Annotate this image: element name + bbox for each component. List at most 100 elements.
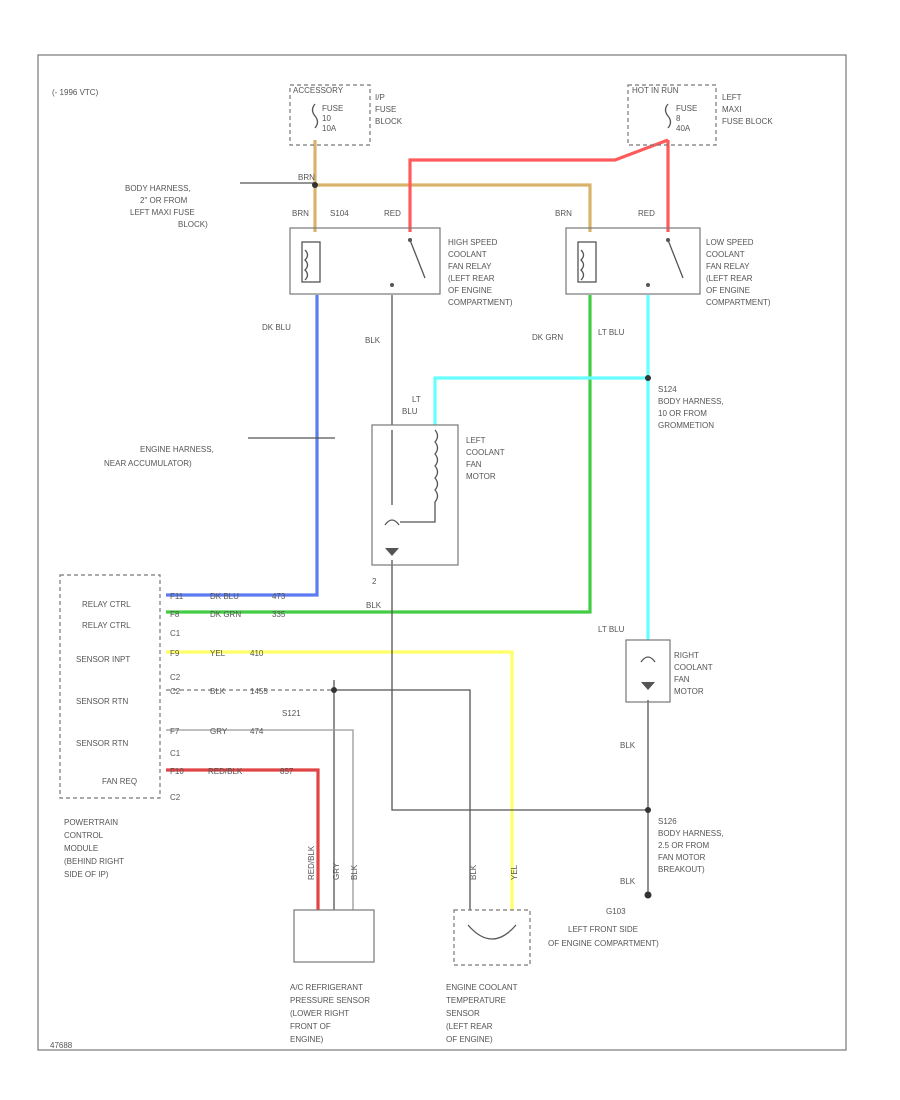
ect-pin-1: BLK	[469, 864, 478, 880]
pcm-row-name-5: SENSOR RTN	[76, 739, 129, 748]
s126-note-5: BREAKOUT)	[658, 865, 705, 874]
s126-note-4: FAN MOTOR	[658, 853, 706, 862]
high-relay-label-5: OF ENGINE	[448, 286, 492, 295]
pcm-row-wire-1: DK BLU	[210, 592, 239, 601]
left-fan-motor	[371, 424, 459, 566]
right-motor-symbol-diode	[641, 682, 655, 690]
pcm-box	[59, 574, 161, 799]
ect-pin-2: YEL	[510, 864, 519, 880]
high-relay-label-4: (LEFT REAR	[448, 274, 495, 283]
maxi-fuse-label-1: LEFT	[722, 93, 742, 102]
ac-label-1: A/C REFRIGERANT	[290, 983, 363, 992]
pcm-row-name-3: SENSOR INPT	[76, 655, 130, 664]
low-relay-label-2: COOLANT	[706, 250, 745, 259]
low-relay-label-6: COMPARTMENT)	[706, 298, 771, 307]
diagram-frame	[37, 54, 847, 1051]
splice-s104	[312, 182, 318, 188]
pcm-row-circuit-1: 473	[272, 592, 286, 601]
low-relay-contact-1	[666, 238, 670, 242]
ac-label-4: FRONT OF	[290, 1022, 331, 1031]
wire-red-to-high-relay	[408, 138, 669, 232]
wire-brn-to-low-relay	[315, 183, 592, 232]
ip-fuse-fuse: FUSE	[322, 104, 343, 113]
ip-fuse-title: ACCESSORY	[293, 86, 344, 95]
left-motor-label-3: FAN	[466, 460, 482, 469]
wire-label-s121: S121	[282, 709, 301, 718]
low-relay-label-3: FAN RELAY	[706, 262, 750, 271]
body-harness-note-2: 2" OR FROM	[140, 196, 188, 205]
low-relay-switch	[667, 239, 684, 279]
ip-fuse-label-3: BLOCK	[375, 117, 403, 126]
low-speed-relay	[565, 227, 701, 295]
splice-s121	[331, 687, 337, 693]
pcm-label-3: MODULE	[64, 844, 98, 853]
pcm-label-5: SIDE OF IP)	[64, 870, 109, 879]
high-relay-label-3: FAN RELAY	[448, 262, 492, 271]
pcm-conn-c2-b: C2	[170, 793, 181, 802]
pcm-label-2: CONTROL	[64, 831, 104, 840]
right-motor-label-4: MOTOR	[674, 687, 704, 696]
maxi-fuse-label-3: FUSE BLOCK	[722, 117, 773, 126]
s126-note-3: 2.5 OR FROM	[658, 841, 709, 850]
wire-label-dk-blu: DK BLU	[262, 323, 291, 332]
s124-note-2: BODY HARNESS,	[658, 397, 724, 406]
pcm-row-name-4: SENSOR RTN	[76, 697, 129, 706]
pcm-label-4: (BEHIND RIGHT	[64, 857, 124, 866]
wire-blk-to-ect	[334, 689, 471, 910]
ac-pin-1: RED/BLK	[307, 845, 316, 880]
ac-label-2: PRESSURE SENSOR	[290, 996, 370, 1005]
ground-g103	[644, 891, 652, 899]
maxi-fuse-block	[627, 84, 717, 146]
wire-dk-grn	[166, 295, 592, 614]
wire-label-blk4: BLK	[620, 877, 636, 886]
right-fan-motor	[625, 639, 671, 703]
high-relay-contact-1	[408, 238, 412, 242]
left-motor-symbol-diode	[385, 548, 399, 556]
pcm-row-pin-2: F8	[170, 610, 180, 619]
body-harness-note-4: BLOCK)	[178, 220, 208, 229]
maxi-fuse-label-2: MAXI	[722, 105, 742, 114]
ac-label-5: ENGINE)	[290, 1035, 324, 1044]
ip-fuse-label-1: I/P	[375, 93, 385, 102]
g103-note-3: OF ENGINE COMPARTMENT)	[548, 939, 659, 948]
ac-pressure-sensor	[293, 909, 375, 963]
wire-label-lt-blu: LT BLU	[598, 328, 625, 337]
wire-label-brn1: BRN	[298, 173, 315, 182]
high-relay-label-6: COMPARTMENT)	[448, 298, 513, 307]
high-relay-label-1: HIGH SPEED	[448, 238, 498, 247]
engine-harness-note-1: ENGINE HARNESS,	[140, 445, 214, 454]
left-motor-label-2: COOLANT	[466, 448, 505, 457]
ect-sensor-symbol	[467, 924, 517, 940]
low-relay-label-1: LOW SPEED	[706, 238, 754, 247]
wire-label-brn3: BRN	[555, 209, 572, 218]
ect-label-2: TEMPERATURE	[446, 996, 506, 1005]
pcm-row-circuit-3: 410	[250, 649, 264, 658]
wire-label-red1: RED	[384, 209, 401, 218]
s124-note-3: 10 OR FROM	[658, 409, 707, 418]
wire-label-brn2: BRN	[292, 209, 309, 218]
wire-label-lt-blu2-a: LT	[412, 395, 421, 404]
ip-fuse-num: 10	[322, 114, 331, 123]
pcm-row-name-2: RELAY CTRL	[82, 621, 131, 630]
s124-note-1: S124	[658, 385, 677, 394]
pcm-row-pin-3: F9	[170, 649, 180, 658]
ac-pin-2: GRY	[332, 862, 341, 880]
pcm-row-pin-6: F10	[170, 767, 184, 776]
maxi-fuse-title: HOT IN RUN	[632, 86, 679, 95]
pcm-row-name-1: RELAY CTRL	[82, 600, 131, 609]
right-motor-label-1: RIGHT	[674, 651, 699, 660]
maxi-fuse-symbol	[664, 103, 672, 129]
body-harness-note-1: BODY HARNESS,	[125, 184, 191, 193]
pcm-row-wire-3: YEL	[210, 649, 226, 658]
s126-note-1: S126	[658, 817, 677, 826]
coolant-temp-sensor	[453, 909, 531, 966]
wire-label-blk1: BLK	[365, 336, 381, 345]
left-motor-pin: 2	[372, 577, 377, 586]
wire-label-s104: S104	[330, 209, 349, 218]
wire-label-red2: RED	[638, 209, 655, 218]
s124-note-4: GROMMETION	[658, 421, 714, 430]
pcm-row-pin-4: C2	[170, 687, 181, 696]
wire-yel	[166, 650, 514, 910]
pcm-rows: RELAY CTRL F11 DK BLU 473 RELAY CTRL F8 …	[76, 592, 301, 802]
